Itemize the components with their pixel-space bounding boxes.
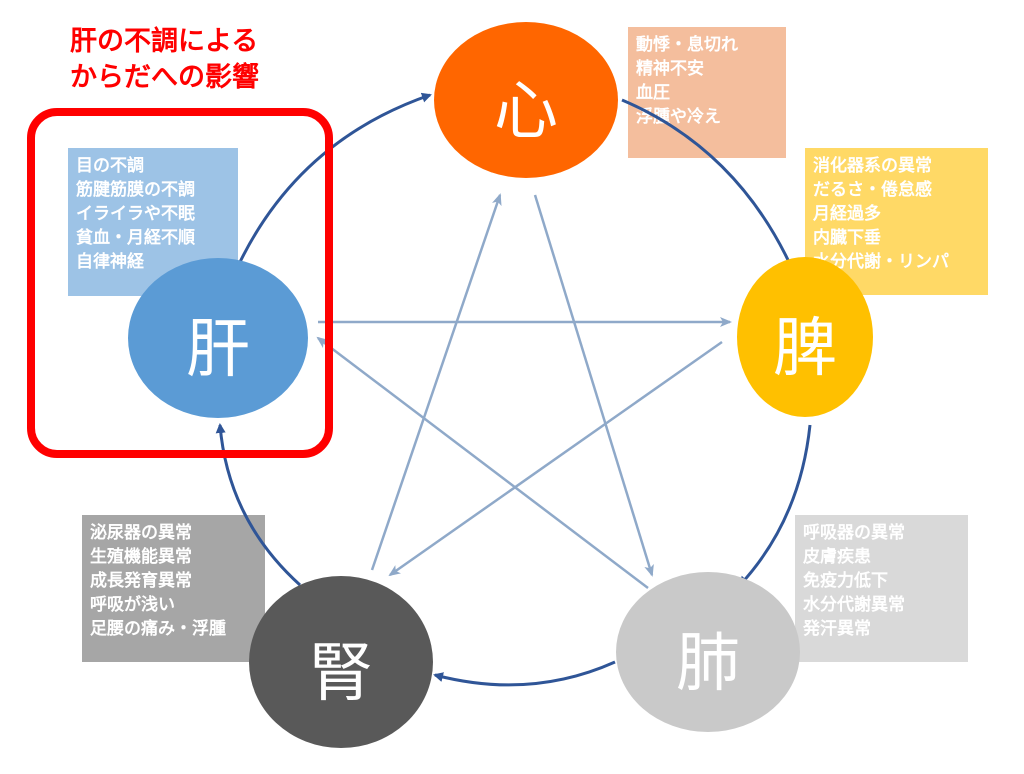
diagram-title: 肝の不調による からだへの影響 (70, 24, 259, 96)
arrow-liver-to-heart (238, 92, 432, 263)
spleen-effects-box: 消化器系の異常 だるさ・倦怠感 月経過多 内臓下垂 水分代謝・リンパ (805, 148, 988, 295)
spleen-effect: 水分代謝・リンパ (813, 252, 949, 272)
kidney-effect: 成長発育異常 (90, 571, 192, 591)
arrow-lung-to-kidney (433, 660, 616, 687)
title-line-2: からだへの影響 (70, 62, 259, 93)
arrow-lung-to-liver (316, 336, 649, 589)
lung-circle (616, 572, 800, 732)
arrow-kidney-to-liver (215, 423, 302, 587)
kidney-effect: 泌尿器の異常 (90, 523, 192, 543)
kidney-effect: 生殖機能異常 (90, 547, 192, 567)
lung-effect: 免疫力低下 (803, 571, 888, 591)
liver-effect: 目の不調 (76, 156, 144, 176)
heart-effects-box: 動悸・息切れ 精神不安 血圧 浮腫や冷え (628, 27, 786, 158)
kidney-effects-box: 泌尿器の異常 生殖機能異常 成長発育異常 呼吸が浅い 足腰の痛み・浮腫 (82, 515, 265, 662)
arrow-heart-to-lung (533, 194, 654, 577)
liver-effect: 貧血・月経不順 (76, 228, 195, 248)
lung-effect: 皮膚疾患 (803, 547, 871, 567)
spleen-effect: だるさ・倦怠感 (813, 180, 932, 200)
liver-effect: イライラや不眠 (76, 204, 195, 224)
liver-highlight-frame (27, 108, 333, 458)
heart-label: 心 (494, 75, 558, 149)
heart-circle (434, 22, 618, 178)
title-line-1: 肝の不調による (70, 26, 259, 57)
heart-effect: 血圧 (636, 83, 670, 103)
arrow-spleen-to-lung (738, 424, 812, 587)
liver-effect: 筋腱筋膜の不調 (76, 180, 195, 200)
liver-label: 肝 (186, 313, 250, 387)
spleen-effect: 内臓下垂 (813, 228, 881, 248)
kidney-effect: 呼吸が浅い (90, 595, 175, 615)
heart-effect: 精神不安 (636, 59, 704, 79)
spleen-effect: 消化器系の異常 (813, 156, 932, 176)
lung-effect: 呼吸器の異常 (803, 523, 905, 543)
liver-effect: 自律神経 (76, 252, 144, 272)
heart-effect: 浮腫や冷え (636, 107, 721, 127)
spleen-effect: 月経過多 (813, 204, 881, 224)
lung-effects-box: 呼吸器の異常 皮膚疾患 免疫力低下 水分代謝異常 発汗異常 (795, 515, 968, 662)
lung-label: 肺 (676, 627, 740, 701)
arrow-heart-to-spleen (621, 98, 797, 277)
heart-effect: 動悸・息切れ (636, 35, 738, 55)
spleen-circle (737, 257, 873, 417)
kidney-circle (249, 576, 433, 748)
lung-effect: 水分代謝異常 (803, 595, 905, 615)
lung-effect: 発汗異常 (803, 619, 871, 639)
arrow-spleen-to-kidney (388, 340, 723, 577)
spleen-label: 脾 (773, 312, 837, 386)
kidney-effect: 足腰の痛み・浮腫 (90, 619, 226, 639)
arrow-kidney-to-heart (370, 193, 502, 571)
liver-circle (128, 258, 308, 418)
kidney-label: 腎 (309, 637, 373, 711)
